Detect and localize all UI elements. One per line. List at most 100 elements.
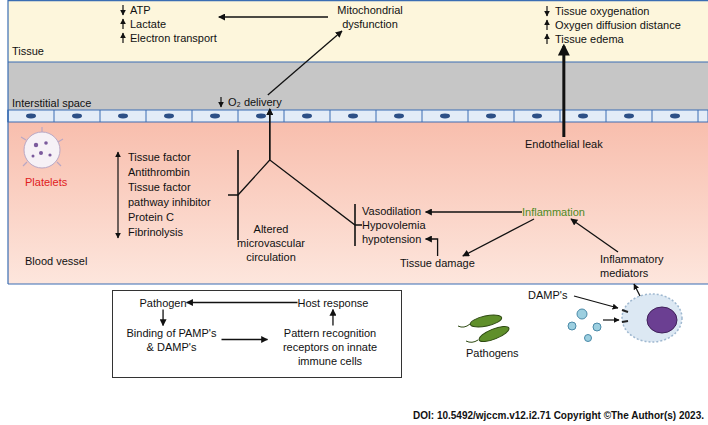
- node-text: Tissue factor: [128, 150, 228, 165]
- cell-nucleus: [302, 114, 312, 119]
- vessel-band: [8, 122, 708, 284]
- nucleus: [647, 307, 677, 333]
- vessel-band: Blood vesselTissue factorAntithrombinTis…: [8, 122, 708, 284]
- label-text: Platelets: [25, 175, 67, 189]
- process-text: DAMP's: [528, 288, 567, 302]
- granule: [34, 143, 38, 147]
- connector-arrow: [270, 109, 362, 225]
- cell-border: [652, 110, 653, 122]
- band-border: [7, 0, 8, 284]
- connector-arrow: [268, 31, 342, 95]
- node-text: Fibrinolysis: [128, 225, 228, 240]
- doi-note: DOI: 10.5492/wjccm.v12.i2.71 Copyright ©…: [413, 409, 704, 423]
- node-text: Tissue: [12, 44, 708, 58]
- increase-arrow: [546, 34, 547, 44]
- node-text: Vasodilation: [362, 204, 426, 218]
- cell-nucleus: [118, 114, 128, 119]
- hemodynamic-list: VasodilationHypovolemiahypotension: [362, 204, 426, 246]
- node-text: Antithrombin: [128, 165, 228, 180]
- cell-border: [54, 110, 55, 122]
- node-text: Inflammation: [522, 205, 585, 219]
- process-text: Mitochondrial dysfunction: [328, 3, 412, 31]
- node-text: O₂ delivery: [228, 95, 282, 109]
- cell-border: [146, 110, 147, 122]
- cell-nucleus: [532, 114, 542, 119]
- connector-arrow: [562, 46, 565, 137]
- band-border: [8, 61, 708, 62]
- particle: [568, 322, 576, 330]
- node-text: Pattern recognition receptors on innate …: [268, 326, 393, 368]
- change-arrow: [117, 152, 118, 238]
- connector-arrow: [426, 239, 438, 256]
- receptor: [622, 310, 628, 322]
- connector-arrow: [463, 219, 534, 256]
- platelet: [24, 132, 60, 168]
- node-text: Inflammatory mediators: [600, 252, 680, 280]
- band-border: [8, 283, 708, 284]
- connector-arrow: [571, 219, 618, 252]
- mediator-arrow: [634, 284, 640, 296]
- decrease-arrow: [546, 6, 547, 16]
- granule: [32, 155, 35, 158]
- cell-nucleus: [72, 114, 82, 119]
- cell-border: [100, 110, 101, 122]
- cell-border: [468, 110, 469, 122]
- cycle-step: Host response: [298, 296, 369, 310]
- connector-arrow: [187, 302, 298, 303]
- particle: [593, 323, 601, 331]
- connector-arrow: [228, 109, 270, 195]
- node-text: Tissue oxygenation: [555, 4, 681, 18]
- cell-nucleus: [256, 114, 266, 119]
- cycle-step: Pattern recognition receptors on innate …: [268, 326, 393, 368]
- node-text: Lactate: [130, 17, 217, 31]
- label-text: DOI: 10.5492/wjccm.v12.i2.71 Copyright ©…: [413, 409, 704, 423]
- immune-cell-illustration: [568, 284, 682, 342]
- endothelium: [8, 110, 708, 122]
- flagellum: [458, 324, 478, 342]
- decrease-arrow: [122, 5, 123, 15]
- cell-border: [514, 110, 515, 122]
- node-text: Electron transport: [130, 31, 217, 45]
- node-text: Host response: [298, 296, 369, 310]
- damp-arrow: [574, 296, 618, 308]
- pathogens-illustration: [458, 313, 511, 345]
- cell-border: [560, 110, 561, 122]
- label-text: Altered microvascular circulation: [225, 222, 317, 264]
- change-list: ATPLactateElectron transport: [130, 3, 217, 45]
- increase-arrow: [122, 19, 123, 29]
- illustration-label: Platelets: [25, 175, 67, 189]
- cell-nucleus: [164, 114, 174, 119]
- tissue-band: [8, 0, 708, 62]
- damp-arrow: [603, 319, 619, 320]
- tissue-band: TissueATPLactateElectron transportMitoch…: [8, 0, 708, 62]
- node-text: ATP: [130, 3, 217, 17]
- granule: [39, 151, 43, 155]
- change-list: Tissue oxygenationOxygen diffusion dista…: [555, 4, 681, 46]
- node-text: hypotension: [362, 232, 426, 246]
- junction-label: Altered microvascular circulation: [225, 222, 317, 264]
- node-text: Tissue edema: [555, 32, 681, 46]
- coagulation-list: Tissue factorAntithrombinTissue factor p…: [128, 150, 228, 240]
- endothelial-cells: [8, 110, 708, 122]
- cell-nucleus: [624, 114, 634, 119]
- connector-arrow: [332, 310, 333, 326]
- increase-arrow: [546, 20, 547, 30]
- process-text: Tissue damage: [400, 256, 475, 270]
- cycle-step: Binding of PAMP's & DAMP's: [122, 326, 222, 354]
- node-text: Tissue damage: [400, 256, 475, 270]
- granule: [44, 141, 48, 145]
- node-text: Endothelial leak: [525, 137, 603, 151]
- cell-border: [422, 110, 423, 122]
- cycle-step: Pathogen: [140, 296, 187, 310]
- node-text: DAMP's: [528, 288, 567, 302]
- node-text: Hypovolemia: [362, 218, 426, 232]
- label-text: Pathogens: [466, 346, 519, 360]
- granule: [48, 153, 51, 156]
- pseudopod: [21, 127, 63, 166]
- cell-nucleus: [670, 114, 680, 119]
- cell-nucleus: [440, 114, 450, 119]
- connector-arrow: [162, 310, 163, 326]
